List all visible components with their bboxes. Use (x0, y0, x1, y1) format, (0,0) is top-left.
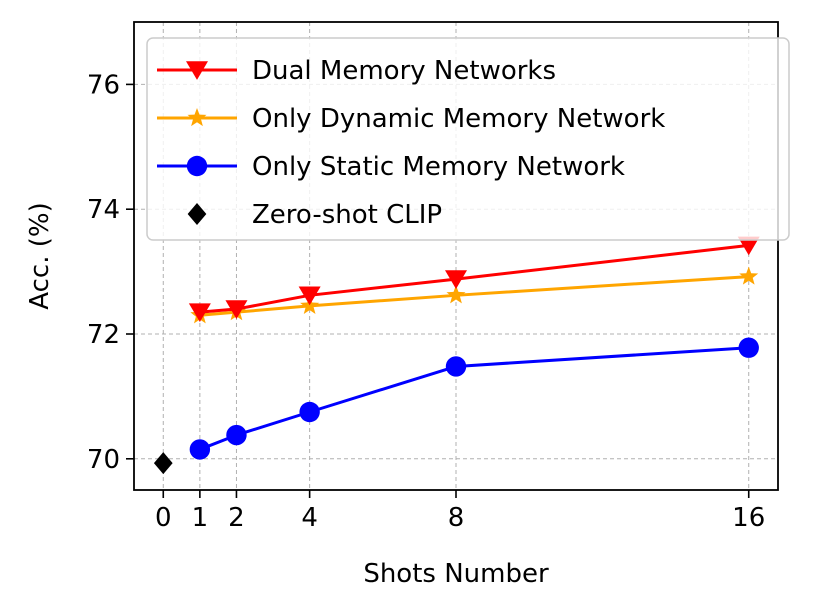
x-tick-label: 8 (448, 503, 465, 533)
data-point (445, 356, 467, 377)
legend-item: Only Dynamic Memory Network (157, 104, 665, 134)
x-tick-label: 4 (301, 503, 318, 533)
x-tick-label: 0 (155, 503, 172, 533)
legend-marker (187, 203, 207, 225)
legend-marker (186, 61, 208, 80)
x-tick-label: 2 (228, 503, 245, 533)
series-line (199, 275, 749, 317)
y-tick-label: 76 (87, 70, 120, 100)
series-dual-memory-networks (188, 236, 760, 323)
data-point (225, 300, 248, 319)
legend-marker (186, 155, 208, 177)
series-line (199, 243, 749, 314)
data-point (737, 236, 760, 256)
legend-box (146, 37, 790, 241)
legend-label: Only Static Memory Network (252, 152, 625, 182)
data-point (299, 401, 320, 423)
data-point (445, 270, 467, 289)
series-only-dynamic-memory-network (190, 266, 759, 324)
y-tick-label: 74 (87, 195, 120, 225)
x-tick-label: 16 (732, 503, 765, 533)
legend-label: Dual Memory Networks (252, 56, 556, 86)
data-point (298, 286, 321, 306)
y-axis-label: Acc. (%) (25, 202, 55, 309)
x-axis-label: Shots Number (363, 559, 549, 589)
x-tick-label: 1 (192, 503, 209, 533)
data-point (446, 285, 466, 304)
data-point (153, 452, 173, 475)
data-point (226, 424, 247, 446)
y-tick-label: 72 (87, 320, 120, 350)
series-zero-shot-clip (153, 452, 173, 475)
series-only-static-memory-network (189, 337, 759, 460)
data-point (738, 337, 759, 358)
legend-item: Zero-shot CLIP (187, 200, 442, 230)
legend-item: Only Static Memory Network (157, 152, 625, 182)
legend-label: Zero-shot CLIP (252, 200, 442, 230)
legend-item: Dual Memory Networks (157, 56, 556, 86)
series-layer (153, 236, 760, 475)
data-point (188, 303, 211, 323)
y-tick-label: 70 (87, 445, 120, 475)
legend-label: Only Dynamic Memory Network (252, 104, 665, 134)
legend-marker (187, 108, 207, 127)
data-point (189, 439, 211, 460)
series-line (199, 346, 749, 451)
data-point (739, 266, 759, 285)
